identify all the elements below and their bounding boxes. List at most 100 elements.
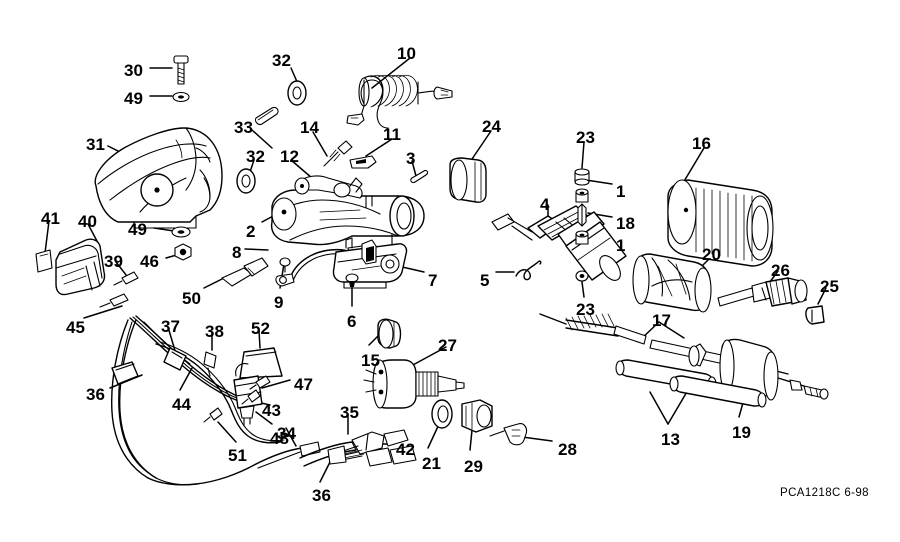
callout-35: 35 (340, 403, 359, 422)
drawing-number-footer: PCA1218C 6-98 (780, 487, 869, 499)
part-35-connector-block (327, 429, 417, 467)
part-47-screw (249, 375, 271, 390)
callout-30: 30 (124, 61, 143, 80)
callout-1a: 1 (616, 182, 626, 201)
callout-44: 44 (172, 395, 191, 414)
callout-25: 25 (820, 277, 839, 296)
part-49a-washer (172, 91, 190, 103)
callout-52: 52 (251, 319, 270, 338)
part-38-clamp (203, 351, 217, 377)
callout-48: 48 (270, 429, 289, 448)
part-52-boot (239, 347, 283, 379)
part-51-screw (203, 407, 223, 423)
callout-46: 46 (140, 252, 159, 271)
callout-7: 7 (428, 271, 438, 290)
callout-38: 38 (205, 322, 224, 341)
callout-12: 12 (280, 147, 299, 166)
callout-42: 42 (396, 440, 415, 459)
part-10-lanyard-spring (346, 74, 453, 129)
part-50-terminal-sleeve (221, 257, 269, 287)
callout-34: 34 (277, 424, 296, 443)
callout-16: 16 (692, 134, 711, 153)
part-11-clip (349, 155, 377, 169)
part-41-terminal (35, 249, 53, 273)
callout-33: 33 (234, 118, 253, 137)
part-13-tubes (615, 359, 767, 408)
callout-20: 20 (702, 245, 721, 264)
part-18-detent-spring (577, 203, 587, 227)
part-9-screw (279, 257, 291, 273)
callout-49b: 49 (128, 220, 147, 239)
callout-9: 9 (274, 293, 284, 312)
callout-14: 14 (300, 118, 319, 137)
part-14-screw (323, 140, 353, 167)
callout-31: 31 (86, 135, 105, 154)
part-17-throttle-rod (539, 313, 789, 375)
part-36a-cable-clamp (111, 361, 139, 385)
callout-23a: 23 (576, 128, 595, 147)
part-46-nut (174, 243, 192, 261)
callout-3: 3 (406, 149, 416, 168)
callout-26: 26 (771, 261, 790, 280)
part-45-terminal-pin (99, 293, 129, 308)
part-2-tiller-arm (270, 175, 425, 249)
part-48-screw (241, 389, 261, 405)
callout-6: 6 (347, 312, 357, 331)
callout-1b: 1 (616, 236, 626, 255)
callout-36b: 36 (312, 486, 331, 505)
callout-27: 27 (438, 336, 457, 355)
callout-43: 43 (262, 401, 281, 420)
callout-49a: 49 (124, 89, 143, 108)
callout-5: 5 (480, 271, 490, 290)
callout-37: 37 (161, 317, 180, 336)
callout-50: 50 (182, 289, 201, 308)
callout-32a: 32 (272, 51, 291, 70)
callout-45: 45 (66, 318, 85, 337)
part-23a-retainer-ring (574, 168, 590, 186)
part-37-cable-tie (163, 347, 187, 371)
callout-13: 13 (661, 430, 680, 449)
callout-8: 8 (232, 243, 242, 262)
part-5-clip (515, 260, 542, 281)
part-23b-retainer-ring (575, 270, 589, 282)
part-26-cable-end (717, 277, 808, 307)
part-24-bushing (449, 157, 487, 203)
callout-2: 2 (246, 222, 256, 241)
callout-39: 39 (104, 252, 123, 271)
callout-47: 47 (294, 375, 313, 394)
part-32b-o-ring (236, 168, 256, 194)
callout-11: 11 (383, 125, 401, 144)
part-16-throttle-grip (667, 179, 774, 267)
part-31-housing-cover (94, 127, 223, 229)
callout-17: 17 (652, 311, 671, 330)
part-30-screw (173, 55, 189, 85)
part-33-roll-pin (254, 106, 279, 125)
callout-40: 40 (78, 212, 97, 231)
callout-36a: 36 (86, 385, 105, 404)
part-20-cam-housing (632, 253, 712, 313)
part-1a-bushing (575, 188, 589, 203)
part-32a-o-ring (287, 80, 307, 106)
callout-24: 24 (482, 117, 501, 136)
part-25-cap (805, 305, 825, 325)
callout-29: 29 (464, 457, 483, 476)
part-44-wire-harness (110, 315, 321, 486)
part-6-screw (345, 273, 359, 287)
callout-15: 15 (361, 351, 380, 370)
part-39-screw (113, 271, 139, 286)
part-4-throttle-shaft (491, 205, 627, 281)
part-15-bushing (377, 318, 402, 349)
callout-32b: 32 (246, 147, 265, 166)
part-27-switch (363, 359, 465, 409)
callout-51: 51 (228, 446, 247, 465)
part-49b-washer (171, 226, 191, 238)
part-7-bracket (332, 237, 408, 289)
callout-28: 28 (558, 440, 577, 459)
part-29-nut (461, 399, 493, 433)
callout-41: 41 (41, 209, 60, 228)
callout-21: 21 (422, 454, 441, 473)
callout-10: 10 (397, 44, 416, 63)
callout-4: 4 (540, 195, 550, 214)
